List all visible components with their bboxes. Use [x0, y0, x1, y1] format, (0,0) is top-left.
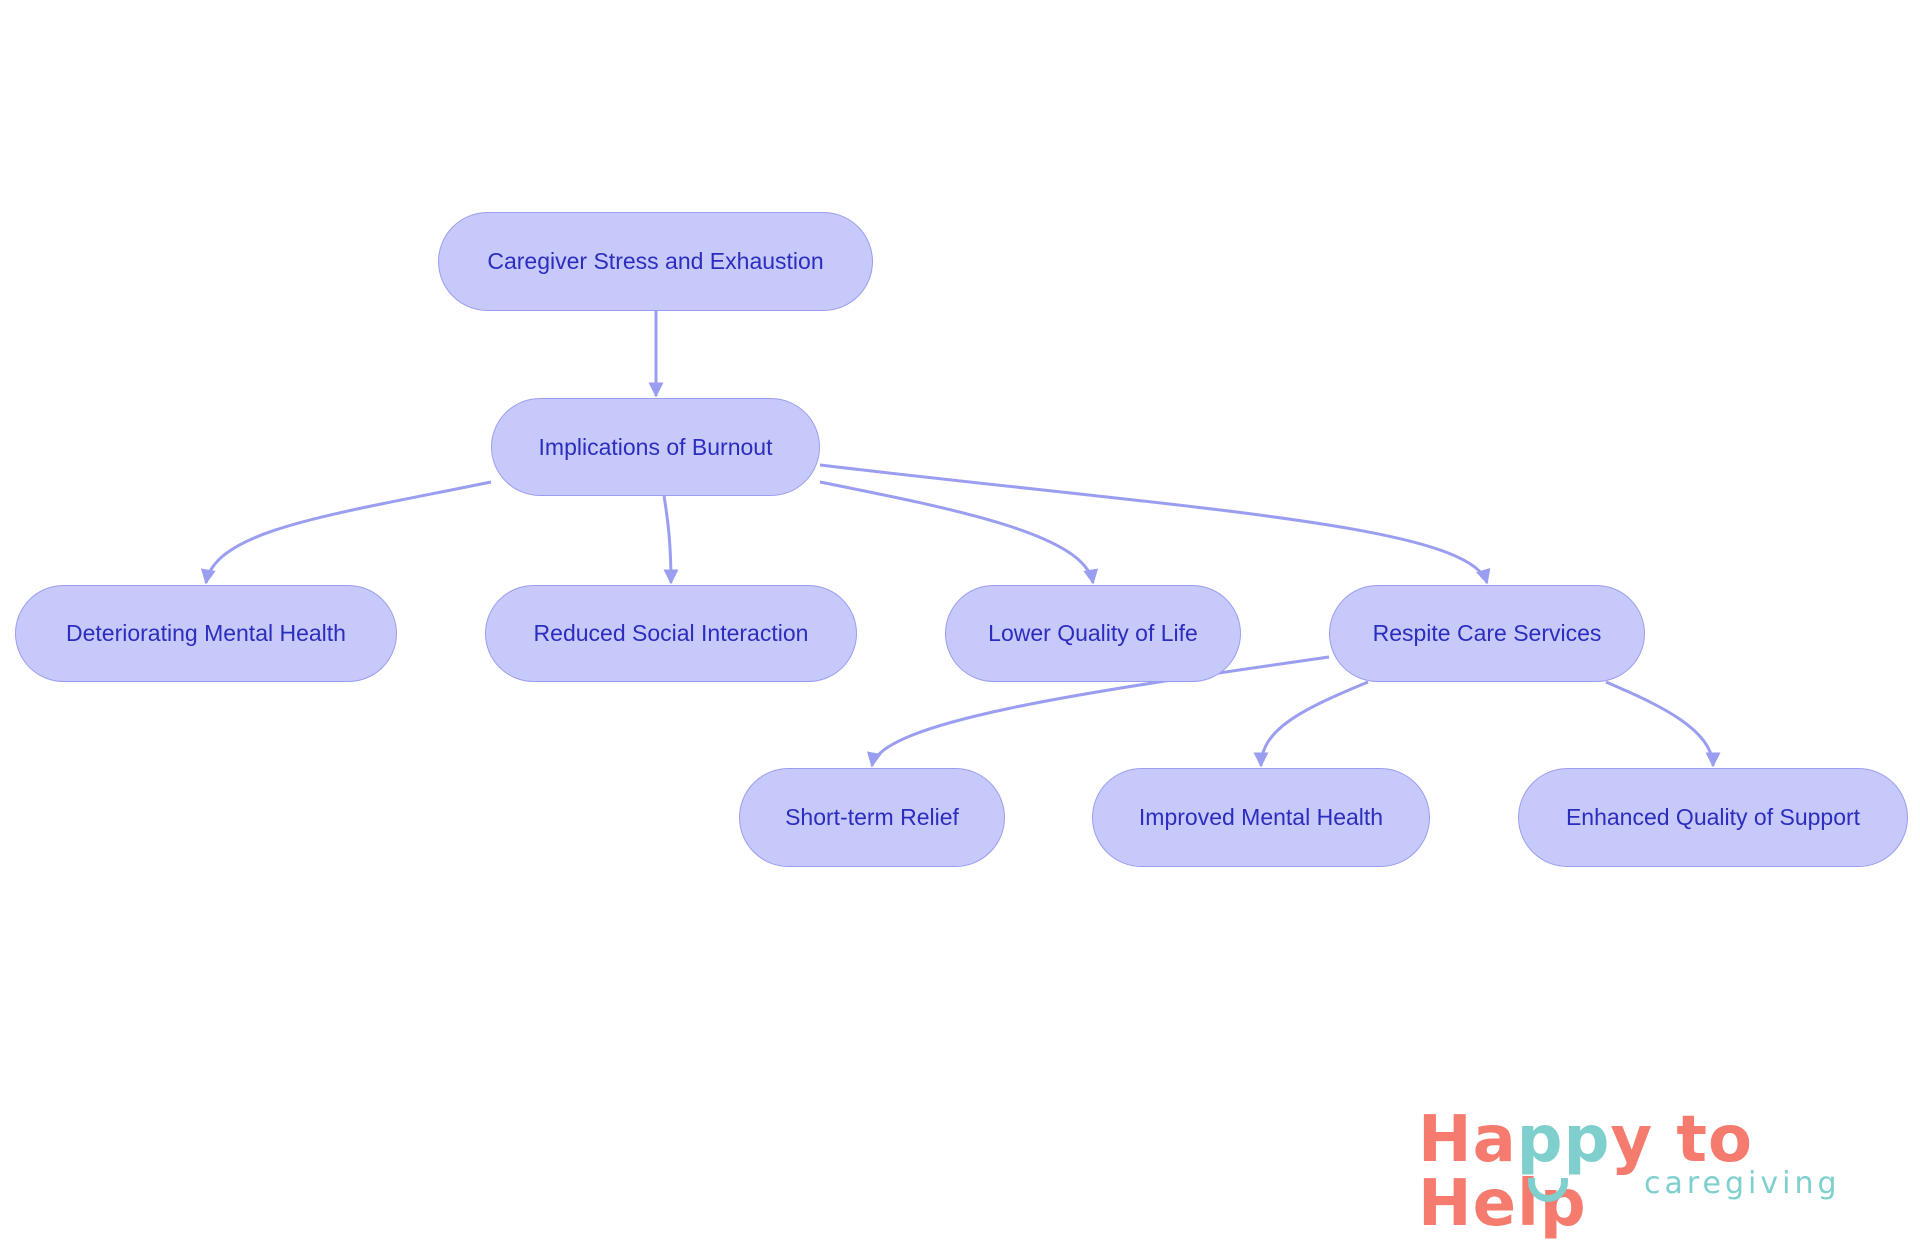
edge-n6-n8 — [1253, 680, 1369, 768]
logo-tagline: caregiving — [1644, 1166, 1841, 1201]
logo-wordmark: Happy to Help — [1418, 1108, 1878, 1236]
logo-text-pp: pp — [1516, 1103, 1611, 1177]
node-enhanced-quality-of-support: Enhanced Quality of Support — [1518, 768, 1908, 867]
node-lower-quality-of-life: Lower Quality of Life — [945, 585, 1241, 682]
edge-n6-n7 — [866, 655, 1330, 768]
node-improved-mental-health: Improved Mental Health — [1092, 768, 1430, 867]
connectors — [200, 311, 1721, 768]
node-reduced-social-interaction: Reduced Social Interaction — [485, 585, 857, 682]
smile-icon — [1528, 1178, 1568, 1202]
brand-logo: Happy to Help caregiving — [1418, 1108, 1878, 1236]
node-short-term-relief: Short-term Relief — [739, 768, 1005, 867]
node-deteriorating-mental-health: Deteriorating Mental Health — [15, 585, 397, 682]
edge-n2-n4 — [662, 495, 679, 585]
edge-n2-n5 — [819, 480, 1099, 585]
edge-n2-n3 — [200, 480, 492, 585]
edge-n2-n6 — [819, 463, 1491, 585]
edge-n6-n9 — [1605, 680, 1721, 768]
node-respite-care-services: Respite Care Services — [1329, 585, 1645, 682]
node-implications-of-burnout: Implications of Burnout — [491, 398, 820, 496]
node-caregiver-stress: Caregiver Stress and Exhaustion — [438, 212, 873, 311]
logo-text-ha: Ha — [1418, 1103, 1517, 1177]
